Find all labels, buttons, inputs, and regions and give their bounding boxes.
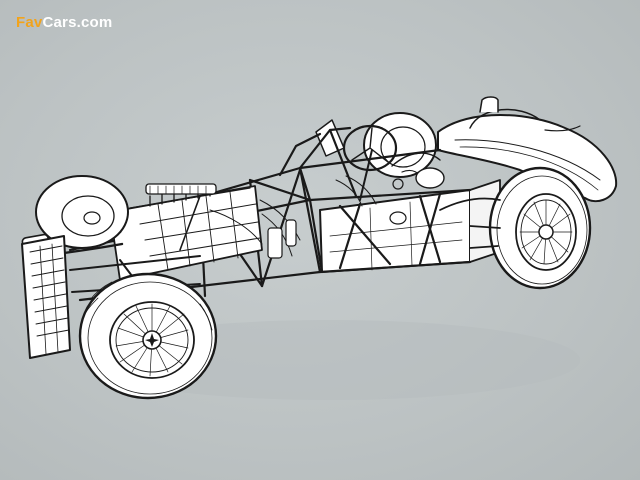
rear-right-wheel xyxy=(363,112,437,178)
intake-manifold xyxy=(145,183,217,207)
front-right-wheel xyxy=(35,175,129,249)
rear-suspension xyxy=(415,167,501,249)
radiator-grille xyxy=(21,235,71,359)
favcars-watermark: FavCars.com xyxy=(16,14,112,32)
front-left-wheel-spokes xyxy=(115,303,189,377)
rear-body-fairing xyxy=(437,96,618,203)
plumbing-details xyxy=(209,175,377,259)
hub-star-emblem xyxy=(145,333,159,347)
rear-left-wheel xyxy=(488,166,592,290)
watermark-cars: Cars xyxy=(42,14,77,31)
rear-left-wheel-spokes xyxy=(519,199,573,265)
front-left-wheel xyxy=(78,272,218,400)
watermark-com: .com xyxy=(76,14,113,31)
watermark-fav: Fav xyxy=(16,14,43,31)
